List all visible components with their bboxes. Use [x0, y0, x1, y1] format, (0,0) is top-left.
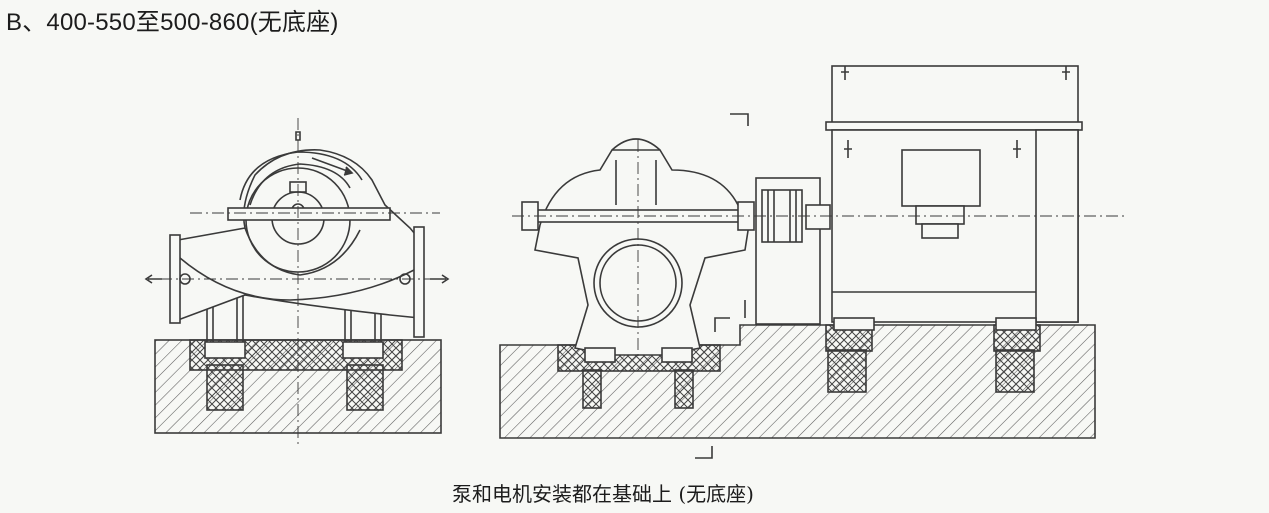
anchor-pocket-left-1: [206, 364, 244, 411]
pump-motor-side-view: [499, 65, 1096, 459]
anchor-pocket-left-2: [346, 364, 384, 411]
centerlines-right: [512, 140, 1128, 360]
figure-heading: B、400-550至500-860(无底座): [6, 9, 339, 36]
centerlines-left: [160, 118, 440, 445]
pump-end-view: [144, 131, 450, 434]
figure-caption: 泵和电机安装都在基础上 (无底座): [452, 482, 754, 506]
